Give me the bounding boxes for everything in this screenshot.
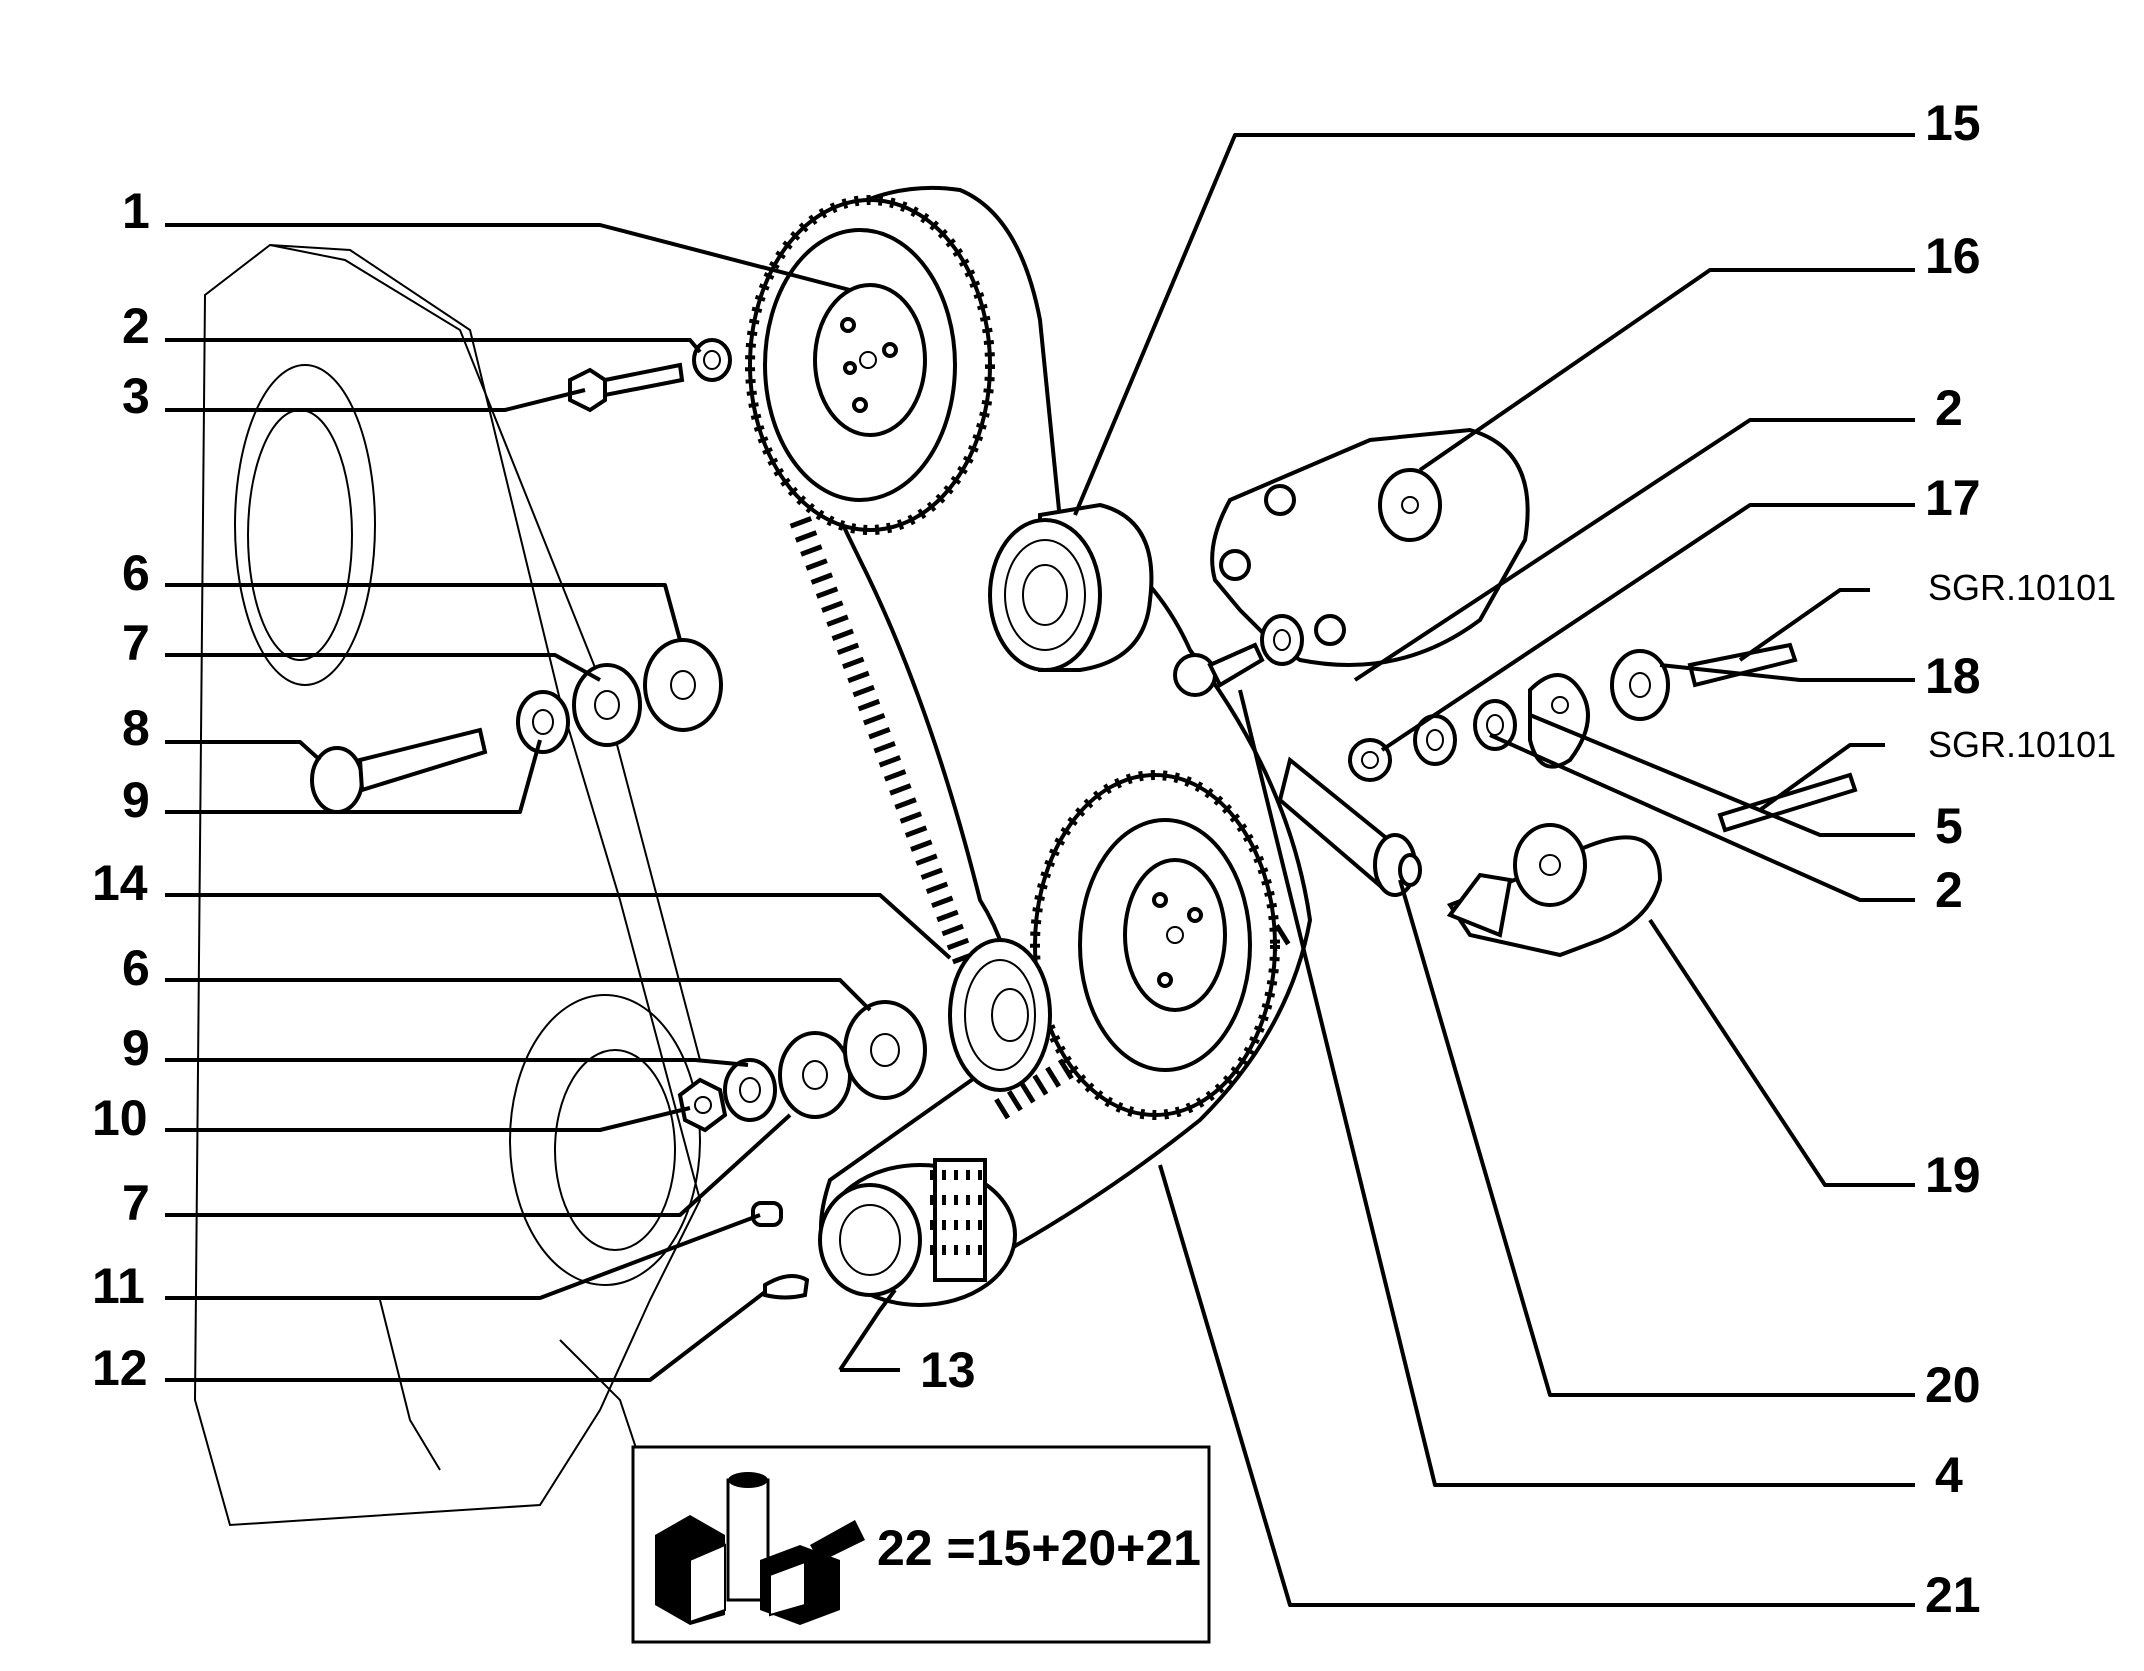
washer-9-bottom (723, 1058, 777, 1122)
label-19: 19 (1925, 1147, 1981, 1203)
washer-6-top (643, 638, 723, 732)
engine-block-outline (193, 243, 702, 1527)
label-3: 3 (122, 368, 150, 424)
pump-pulley (1030, 770, 1280, 1120)
label-4: 4 (1935, 1447, 1963, 1503)
label-14: 14 (92, 855, 148, 911)
label-6-top: 6 (122, 545, 150, 601)
label-21: 21 (1925, 1567, 1981, 1623)
washer-2-top (1260, 614, 1304, 666)
washer-2-left (692, 338, 732, 382)
washer-7-bottom (778, 1031, 852, 1119)
camshaft-pulley (745, 195, 995, 535)
nut-10 (677, 1077, 728, 1133)
fiat-kit-logo (655, 1472, 865, 1625)
part-number-labels: 1 2 3 6 7 8 9 14 6 9 10 7 11 12 13 15 16… (92, 95, 2116, 1623)
plate-5 (1528, 673, 1590, 769)
label-10: 10 (92, 1090, 148, 1146)
bolt-4 (1173, 642, 1265, 697)
timing-belt (757, 185, 1313, 1288)
label-16: 16 (1925, 228, 1981, 284)
label-5: 5 (1935, 798, 1963, 854)
washer-2-mid (1473, 699, 1517, 751)
label-12: 12 (92, 1340, 148, 1396)
washer-7-top (572, 663, 642, 747)
tensioner-pulley (988, 502, 1154, 672)
stud-sgr-bottom (1717, 772, 1858, 833)
tensioner-arm-bracket (1446, 823, 1663, 958)
label-2-left: 2 (122, 298, 150, 354)
label-11: 11 (92, 1258, 145, 1314)
label-2-right-bottom: 2 (1935, 862, 1963, 918)
label-8: 8 (122, 700, 150, 756)
label-13: 13 (920, 1342, 976, 1398)
tensioner-bracket (1210, 427, 1530, 667)
washer-6-bottom (843, 1000, 927, 1100)
kit-formula: 22 =15+20+21 (877, 1520, 1201, 1576)
label-9-bottom: 9 (122, 1020, 150, 1076)
idler-pulley (948, 938, 1052, 1092)
label-6-bottom: 6 (122, 940, 150, 996)
label-7-bottom: 7 (122, 1175, 150, 1231)
label-18: 18 (1925, 648, 1981, 704)
leader-lines (165, 133, 1915, 1607)
crankshaft-gear (818, 1158, 1017, 1307)
ref-sgr-bottom: SGR.10101 (1928, 724, 2116, 765)
label-15: 15 (1925, 95, 1981, 151)
bolt-8 (310, 727, 488, 814)
tensioner-shaft (1277, 756, 1422, 897)
label-20: 20 (1925, 1357, 1981, 1413)
ref-sgr-top: SGR.10101 (1928, 567, 2116, 608)
label-1: 1 (122, 183, 150, 239)
washer-18 (1610, 649, 1670, 721)
dowel-11 (751, 1201, 783, 1227)
label-9-top: 9 (122, 772, 150, 828)
washer-9-top (516, 690, 570, 754)
label-2-right-top: 2 (1935, 380, 1963, 436)
bolt-3 (568, 362, 685, 413)
label-17: 17 (1925, 470, 1981, 526)
kit-box: 22 =15+20+21 (631, 1445, 1211, 1644)
nut-17 (1348, 738, 1392, 782)
key-12 (763, 1274, 810, 1300)
stud-sgr-top (1687, 642, 1798, 688)
label-7-top: 7 (122, 615, 150, 671)
